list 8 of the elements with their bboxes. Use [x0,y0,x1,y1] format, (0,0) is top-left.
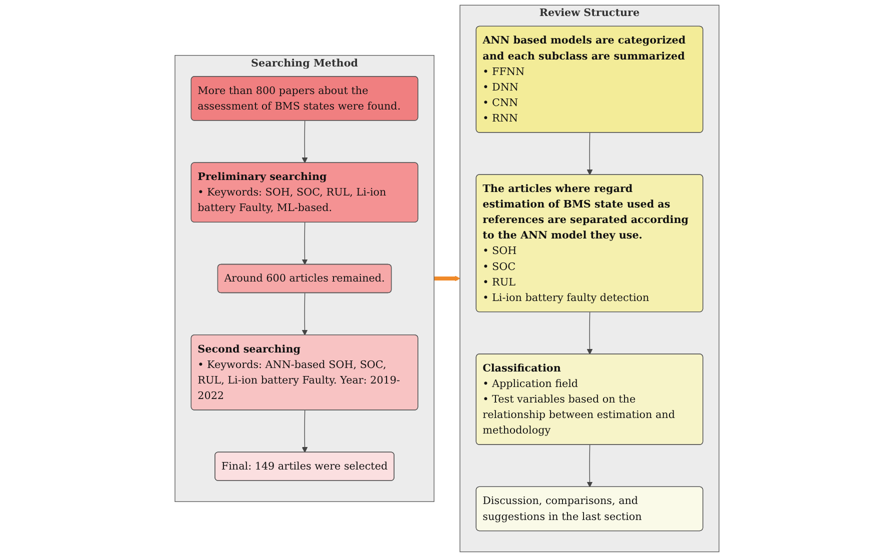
arrow [302,410,308,453]
arrow [586,444,593,488]
arrow [302,120,308,164]
arrow [434,276,460,282]
arrow [302,222,308,265]
arrow [586,132,593,176]
arrow [586,312,593,355]
arrow [302,292,308,336]
